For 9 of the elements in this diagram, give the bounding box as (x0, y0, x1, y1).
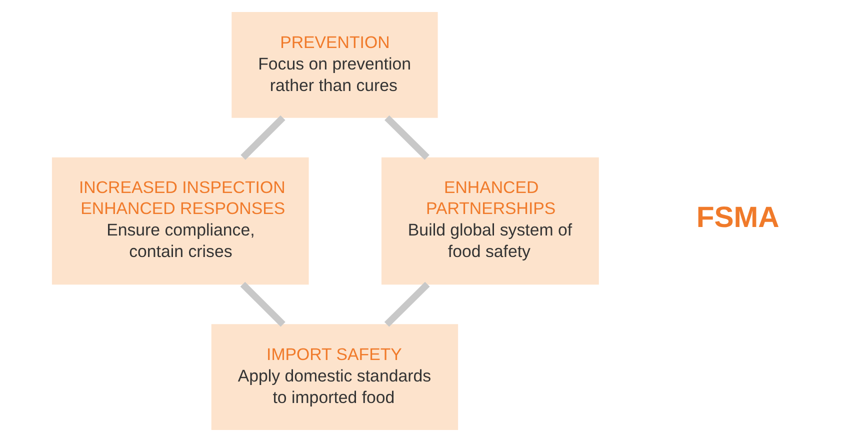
connector (240, 282, 286, 327)
connector (384, 115, 430, 160)
node-box: INCREASED INSPECTION ENHANCED RESPONSES Ensure compliance, contain crises (52, 157, 309, 285)
label: FSMA (696, 200, 780, 234)
connector (240, 115, 286, 160)
connector (384, 282, 430, 327)
node-box: PREVENTION Focus on prevention rather than cures (232, 12, 438, 118)
node-box: ENHANCED PARTNERSHIPS Build global system of food safety (381, 157, 599, 285)
node-box: IMPORT SAFETY Apply domestic standards to imported food (211, 324, 458, 430)
